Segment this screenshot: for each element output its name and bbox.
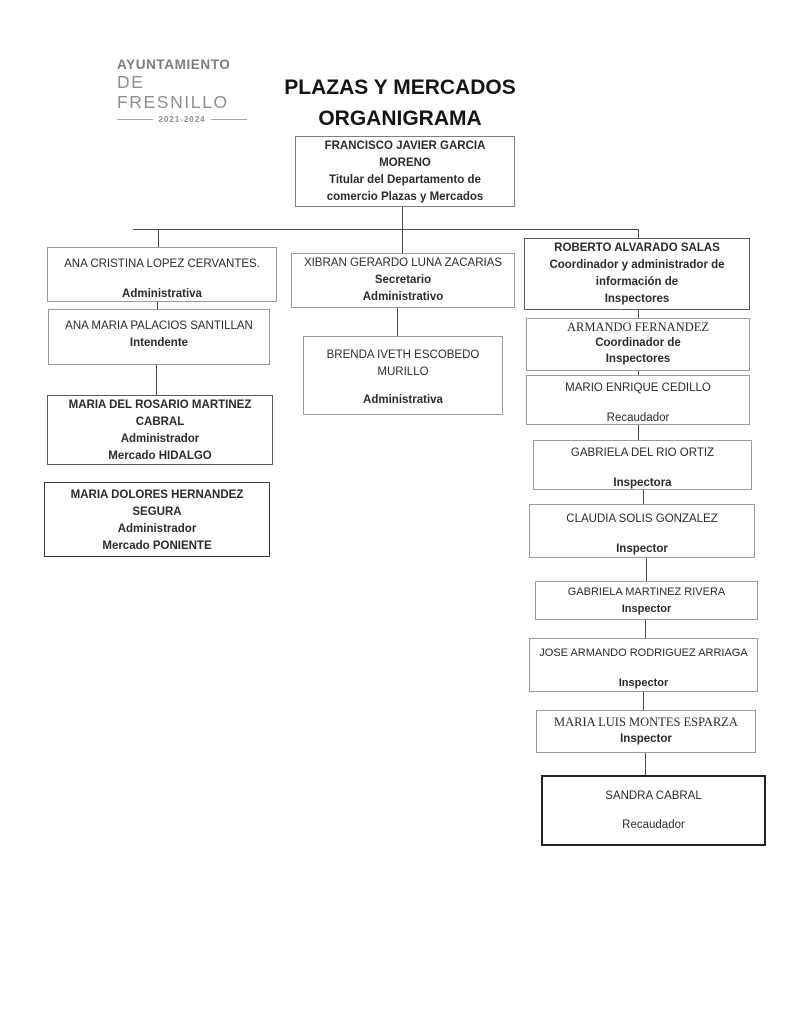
person-role: Intendente [129, 337, 189, 349]
connector-gabrielamtz-jose [645, 620, 646, 638]
person-role: Coordinador de Inspectores [595, 337, 681, 365]
person-role: Inspector [621, 603, 672, 615]
person-role: Recaudador [622, 819, 685, 831]
logo-rule-right [210, 119, 248, 120]
org-box-maria-dolores-hernandez-segura: MARIA DOLORES HERNANDEZ SEGURA Administr… [44, 482, 270, 557]
logo-line2: DE FRESNILLO [117, 72, 229, 112]
connector-anacristina-anamaria [157, 302, 158, 310]
person-name: BRENDA IVETH ESCOBEDO MURILLO [326, 349, 480, 378]
connector-main-horizontal [133, 229, 638, 230]
connector-root-center [402, 207, 403, 253]
connector-jose-marialuis [643, 692, 644, 710]
person-role: Administrador Mercado HIDALGO [108, 433, 212, 462]
org-box-maria-del-rosario-martinez-cabral: MARIA DEL ROSARIO MARTINEZ CABRAL Admini… [47, 395, 273, 465]
person-name: MARIO ENRIQUE CEDILLO [565, 382, 711, 394]
org-box-armando-fernandez: ARMANDO FERNANDEZ Coordinador de Inspect… [526, 318, 750, 371]
org-box-xibran-gerardo-luna-zacarias: XIBRAN GERARDO LUNA ZACARIAS Secretario … [291, 253, 515, 308]
org-box-brenda-iveth-escobedo-murillo: BRENDA IVETH ESCOBEDO MURILLO Administra… [303, 336, 503, 415]
logo-period-text: 2021-2024 [158, 115, 206, 124]
connector-xibran-brenda [397, 308, 398, 336]
logo-line1: AYUNTAMIENTO [117, 57, 231, 72]
connector-gabrielario-claudia [643, 490, 644, 504]
org-box-jose-armando-rodriguez-arriaga: JOSE ARMANDO RODRIGUEZ ARRIAGA Inspector [529, 638, 758, 692]
person-role: Secretario Administrativo [362, 274, 444, 303]
org-box-gabriela-del-rio-ortiz: GABRIELA DEL RIO ORTIZ Inspectora [533, 440, 752, 490]
ayuntamiento-logo: AYUNTAMIENTO DE FRESNILLO 2021-2024 [117, 57, 248, 124]
person-role: Administrativa [363, 394, 443, 406]
person-name: FRANCISCO JAVIER GARCIA MORENO [324, 140, 486, 169]
person-name: MARIA LUIS MONTES ESPARZA [554, 715, 738, 729]
connector-armando-mario [638, 371, 639, 376]
connector-roberto-armando [638, 310, 639, 318]
person-role: Coordinador y administrador de informaci… [549, 259, 725, 305]
org-box-sandra-cabral: SANDRA CABRAL Recaudador [541, 775, 766, 846]
page-title-line1: PLAZAS Y MERCADOS [284, 76, 516, 99]
org-box-ana-maria-palacios-santillan: ANA MARIA PALACIOS SANTILLAN Intendente [48, 309, 270, 365]
connector-mario-gabrielario [638, 425, 639, 440]
org-box-ana-cristina-lopez-cervantes: ANA CRISTINA LOPEZ CERVANTES. Administra… [47, 247, 277, 302]
logo-rule-left [117, 119, 154, 120]
person-role: Administrativa [122, 288, 202, 300]
person-name: ANA MARIA PALACIOS SANTILLAN [65, 320, 253, 332]
page-title: PLAZAS Y MERCADOS ORGANIGRAMA [250, 72, 550, 134]
connector-right-stub [638, 229, 639, 238]
connector-marialuis-sandra [645, 753, 646, 775]
person-name: GABRIELA DEL RIO ORTIZ [570, 447, 715, 459]
person-name: SANDRA CABRAL [605, 790, 702, 802]
person-name: XIBRAN GERARDO LUNA ZACARIAS [303, 257, 503, 269]
org-box-claudia-solis-gonzalez: CLAUDIA SOLIS GONZALEZ Inspector [529, 504, 755, 558]
org-box-roberto-alvarado-salas: ROBERTO ALVARADO SALAS Coordinador y adm… [524, 238, 750, 310]
person-role: Administrador Mercado PONIENTE [102, 523, 212, 552]
person-name: JOSE ARMANDO RODRIGUEZ ARRIAGA [539, 647, 748, 659]
person-name: CLAUDIA SOLIS GONZALEZ [566, 513, 718, 525]
connector-left-stub [158, 229, 159, 247]
person-name: ANA CRISTINA LOPEZ CERVANTES. [64, 258, 260, 270]
connector-claudia-gabrielamtz [646, 558, 647, 581]
person-name: MARIA DEL ROSARIO MARTINEZ CABRAL [68, 399, 252, 428]
logo-period: 2021-2024 [117, 115, 248, 124]
connector-anamaria-rosario [156, 365, 157, 395]
org-box-gabriela-martinez-rivera: GABRIELA MARTINEZ RIVERA Inspector [535, 581, 758, 620]
org-box-mario-enrique-cedillo: MARIO ENRIQUE CEDILLO Recaudador [526, 375, 750, 425]
person-role: Inspector [616, 543, 668, 555]
person-role: Inspector [618, 677, 669, 689]
person-name: ROBERTO ALVARADO SALAS [554, 242, 720, 254]
person-name: GABRIELA MARTINEZ RIVERA [567, 586, 726, 598]
person-role: Titular del Departamento de comercio Pla… [326, 174, 484, 203]
person-name: MARIA DOLORES HERNANDEZ SEGURA [70, 489, 244, 518]
org-box-francisco-javier-garcia-moreno: FRANCISCO JAVIER GARCIA MORENO Titular d… [295, 136, 515, 207]
person-role: Inspector [620, 733, 672, 745]
page-title-line2: ORGANIGRAMA [318, 107, 482, 130]
person-role: Inspectora [613, 477, 672, 489]
person-name: ARMANDO FERNANDEZ [566, 320, 710, 334]
org-box-maria-luis-montes-esparza: MARIA LUIS MONTES ESPARZA Inspector [536, 710, 756, 753]
person-role: Recaudador [606, 412, 670, 424]
